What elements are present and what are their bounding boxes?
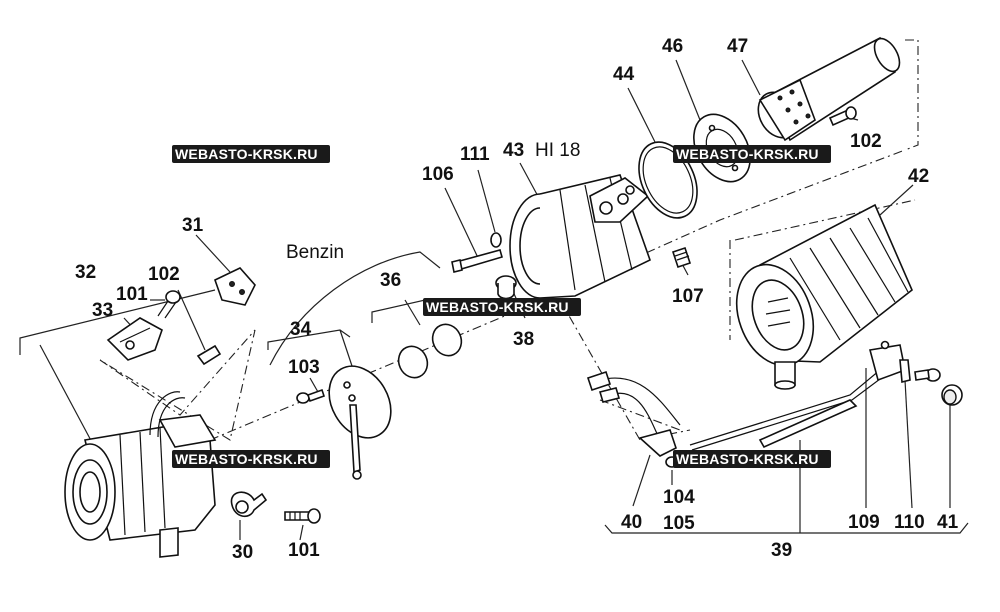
label-model: HI 18 [535,140,580,161]
label-43: 43 [503,140,524,161]
label-106: 106 [422,164,454,185]
part-30-clamp [230,491,268,518]
label-30: 30 [232,542,253,563]
watermark-4: WEBASTO-KRSK.RU [175,451,318,467]
label-109: 109 [848,512,880,533]
label-44: 44 [613,64,635,85]
screw-101-top [157,290,181,319]
screw-102-right [828,106,857,127]
screw-102-left [196,344,222,366]
label-40: 40 [621,512,642,533]
label-38: 38 [513,329,534,350]
label-34: 34 [290,319,312,340]
part-107-plug [671,246,692,269]
label-102-left: 102 [148,264,180,285]
label-42: 42 [908,166,929,187]
label-41: 41 [937,512,959,533]
label-102-right: 102 [850,131,882,152]
label-fuel: Benzin [286,242,344,263]
bolt-106 [451,249,503,273]
label-101-bottom: 101 [288,540,320,561]
part-39-harness [586,340,911,457]
part-34-disk [328,365,392,480]
leader-lines [19,59,969,541]
label-105: 105 [663,513,695,534]
burner-head-housing [64,391,217,558]
label-111: 111 [460,144,490,165]
label-32: 32 [75,262,96,283]
part-31-clip [214,267,256,306]
label-103: 103 [288,357,320,378]
part-41-cap [941,384,963,406]
part-43-chamber [509,174,651,299]
label-104: 104 [663,487,695,508]
watermark-5: WEBASTO-KRSK.RU [676,451,819,467]
part-42-heat-exchanger [735,203,913,390]
part-33-bracket [106,317,163,361]
label-101-top: 101 [116,284,148,305]
watermarks: WEBASTO-KRSK.RU WEBASTO-KRSK.RU WEBASTO-… [172,145,831,468]
watermark-3: WEBASTO-KRSK.RU [426,299,569,315]
watermark-2: WEBASTO-KRSK.RU [676,146,819,162]
label-31: 31 [182,215,204,236]
watermark-1: WEBASTO-KRSK.RU [175,146,318,162]
part-47-flame-tube [757,36,901,142]
part-36-disks [397,323,463,379]
part-labels: 31 32 102 101 33 Benzin 34 36 103 106 11… [75,36,959,563]
label-36: 36 [380,270,401,291]
label-47: 47 [727,36,748,57]
label-39: 39 [771,540,792,561]
screw-101-bottom [284,508,321,524]
label-107: 107 [672,286,704,307]
screw-103 [296,388,326,404]
label-33: 33 [92,300,113,321]
screw-110 [914,368,941,382]
label-110: 110 [894,512,925,533]
washer-111 [490,232,502,248]
part-38-grommet [495,275,517,300]
label-46: 46 [662,36,683,57]
